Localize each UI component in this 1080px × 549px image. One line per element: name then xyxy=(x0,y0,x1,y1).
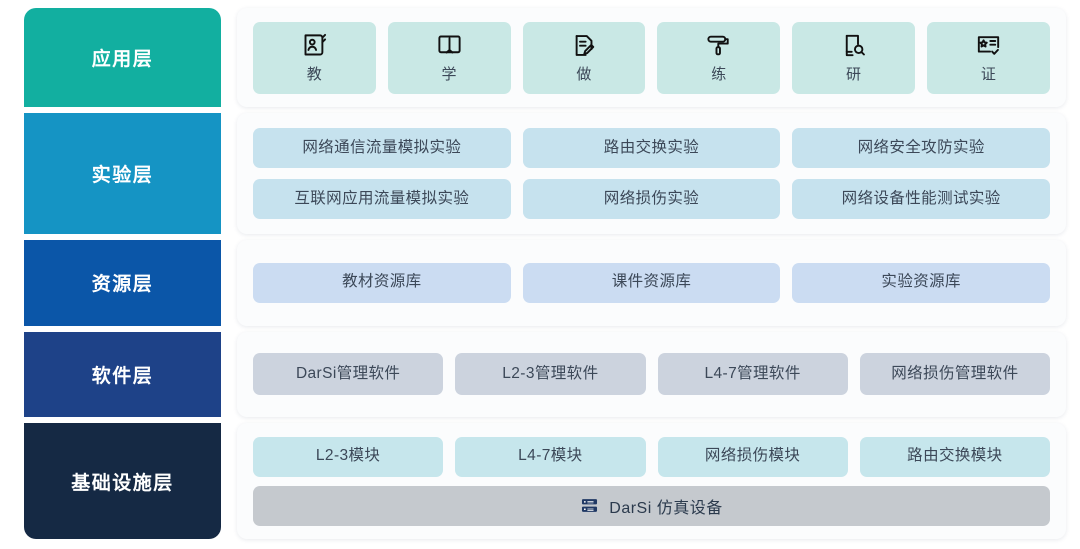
darsi-device-label: DarSi 仿真设备 xyxy=(609,499,723,517)
infrastructure-item[interactable]: L4-7模块 xyxy=(455,436,646,477)
teaching-board-icon xyxy=(301,32,328,60)
app-item-research[interactable]: 研 xyxy=(792,21,916,94)
layer-content-experiment: 网络通信流量模拟实验 路由交换实验 网络安全攻防实验 互联网应用流量模拟实验 网… xyxy=(237,113,1066,234)
app-item-research-label: 研 xyxy=(846,65,862,83)
layer-row-experiment: 实验层 网络通信流量模拟实验 路由交换实验 网络安全攻防实验 互联网应用流量模拟… xyxy=(24,107,1066,234)
layer-label-application: 应用层 xyxy=(24,8,221,108)
open-book-icon xyxy=(436,32,463,60)
darsi-device-bar[interactable]: DarSi 仿真设备 xyxy=(253,485,1050,526)
experiment-item[interactable]: 路由交换实验 xyxy=(522,128,781,169)
experiment-item[interactable]: 网络设备性能测试实验 xyxy=(792,179,1051,220)
certificate-check-icon xyxy=(975,32,1002,60)
infrastructure-chip-row: L2-3模块 L4-7模块 网络损伤模块 路由交换模块 xyxy=(253,436,1050,477)
layer-label-experiment-text: 实验层 xyxy=(91,165,154,187)
software-item[interactable]: L4-7管理软件 xyxy=(657,353,848,396)
app-item-practice[interactable]: 练 xyxy=(657,21,781,94)
application-chip-row: 教 学 xyxy=(253,21,1050,94)
book-search-icon xyxy=(840,32,867,60)
server-rack-icon xyxy=(580,496,599,515)
layer-label-software: 软件层 xyxy=(24,325,221,418)
software-chip-row: DarSi管理软件 L2-3管理软件 L4-7管理软件 网络损伤管理软件 xyxy=(253,353,1050,396)
layer-row-application: 应用层 教 xyxy=(24,8,1066,108)
resource-item[interactable]: 教材资源库 xyxy=(253,262,511,303)
layer-label-resource-text: 资源层 xyxy=(91,274,154,296)
layer-content-software: DarSi管理软件 L2-3管理软件 L4-7管理软件 网络损伤管理软件 xyxy=(237,331,1066,418)
app-item-certify-label: 证 xyxy=(980,65,997,83)
layer-row-software: 软件层 DarSi管理软件 L2-3管理软件 L4-7管理软件 网络损伤管理软件 xyxy=(24,325,1066,418)
software-item[interactable]: 网络损伤管理软件 xyxy=(859,353,1050,396)
layer-label-application-text: 应用层 xyxy=(91,49,154,71)
experiment-chip-row-1: 网络通信流量模拟实验 路由交换实验 网络安全攻防实验 xyxy=(253,128,1051,169)
app-item-certify[interactable]: 证 xyxy=(927,21,1050,94)
software-item[interactable]: L2-3管理软件 xyxy=(455,353,646,396)
experiment-item[interactable]: 网络损伤实验 xyxy=(522,179,781,220)
app-item-learn[interactable]: 学 xyxy=(387,21,511,94)
layer-label-experiment: 实验层 xyxy=(24,107,221,234)
document-edit-icon xyxy=(571,32,598,60)
layer-row-resource: 资源层 教材资源库 课件资源库 实验资源库 xyxy=(24,233,1066,326)
layer-content-resource: 教材资源库 课件资源库 实验资源库 xyxy=(237,239,1066,326)
paint-roller-icon xyxy=(705,32,732,60)
layer-label-infrastructure-text: 基础设施层 xyxy=(71,472,174,494)
app-item-do-label: 做 xyxy=(576,65,592,83)
app-item-teach-label: 教 xyxy=(306,65,323,83)
app-item-practice-label: 练 xyxy=(711,65,727,83)
infrastructure-item[interactable]: 路由交换模块 xyxy=(859,436,1050,477)
resource-item[interactable]: 课件资源库 xyxy=(522,262,781,303)
resource-chip-row: 教材资源库 课件资源库 实验资源库 xyxy=(253,262,1051,303)
layer-row-infrastructure: 基础设施层 L2-3模块 L4-7模块 网络损伤模块 路由交换模块 xyxy=(24,417,1066,540)
layer-label-software-text: 软件层 xyxy=(91,365,154,387)
experiment-chip-row-2: 互联网应用流量模拟实验 网络损伤实验 网络设备性能测试实验 xyxy=(253,179,1051,220)
infrastructure-item[interactable]: 网络损伤模块 xyxy=(657,436,848,477)
experiment-item[interactable]: 网络安全攻防实验 xyxy=(792,128,1051,169)
app-item-do[interactable]: 做 xyxy=(522,21,646,94)
layer-content-application: 教 学 xyxy=(237,8,1066,108)
experiment-item[interactable]: 网络通信流量模拟实验 xyxy=(253,128,511,169)
experiment-item[interactable]: 互联网应用流量模拟实验 xyxy=(253,179,511,220)
layer-label-resource: 资源层 xyxy=(24,233,221,326)
resource-item[interactable]: 实验资源库 xyxy=(792,262,1051,303)
app-item-teach[interactable]: 教 xyxy=(253,21,376,94)
layer-label-infrastructure: 基础设施层 xyxy=(24,417,221,540)
software-item[interactable]: DarSi管理软件 xyxy=(253,353,444,396)
infrastructure-item[interactable]: L2-3模块 xyxy=(253,436,444,477)
app-item-learn-label: 学 xyxy=(441,65,457,83)
layer-content-infrastructure: L2-3模块 L4-7模块 网络损伤模块 路由交换模块 xyxy=(237,423,1066,540)
